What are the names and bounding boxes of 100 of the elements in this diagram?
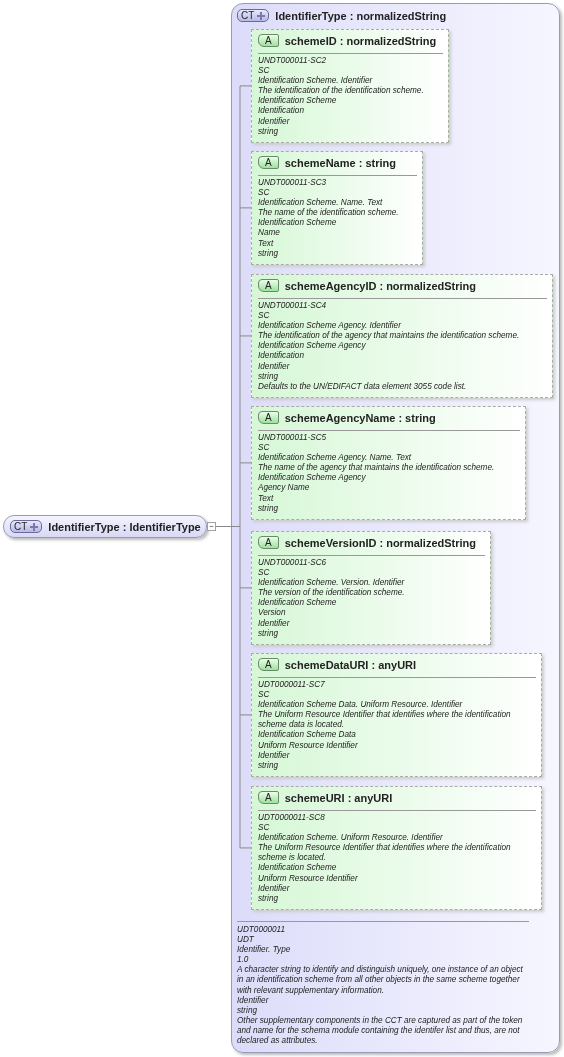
tree-connector — [239, 462, 252, 464]
annotation-text: Identifier — [258, 116, 291, 127]
attribute-box — [251, 531, 491, 645]
attribute-name: schemeAgencyID : normalizedString — [284, 279, 476, 292]
annotation-text: Agency Name — [258, 483, 311, 494]
annotation-text: The version of the identification scheme. — [258, 588, 406, 598]
annotation-text: Identification Scheme. Version. Identifier — [258, 578, 406, 588]
type-name: IdentifierType : IdentifierType — [48, 520, 201, 533]
attribute-box — [251, 786, 542, 910]
attribute-badge: A — [258, 536, 279, 549]
annotation-text: SC — [258, 66, 271, 76]
tree-connector — [239, 335, 252, 337]
annotation-text: string — [258, 503, 280, 514]
annotation-text: Identifier — [258, 750, 291, 761]
annotation-text: 1.0 — [237, 955, 250, 965]
tree-connector — [239, 85, 252, 87]
annotation-text: The Uniform Resource Identifier that identifies where the identification scheme is located. — [258, 843, 512, 863]
attribute-box — [251, 653, 542, 777]
annotation-text: Identification Scheme — [258, 598, 338, 608]
annotation-text: The name of the identification scheme. — [258, 208, 400, 218]
attribute-box — [251, 29, 449, 143]
annotation-text: Identifier — [258, 618, 291, 629]
annotation-text: Identification Scheme Agency. Name. Text — [258, 453, 413, 463]
annotation-text: SC — [258, 690, 271, 700]
tree-connector — [239, 587, 252, 589]
annotation-text: SC — [258, 443, 271, 453]
attribute-name: schemeVersionID : normalizedString — [284, 536, 476, 549]
annotation-text: Identification Scheme — [258, 218, 338, 229]
annotation-text: UDT0000011-SC8 — [258, 813, 326, 824]
annotation-text: The name of the agency that maintains the identification scheme. — [258, 463, 496, 473]
attribute-name: schemeDataURI : anyURI — [284, 658, 417, 671]
annotation-text: Identifier. Type — [237, 945, 292, 956]
annotation-text: Version — [258, 608, 287, 619]
annotation-text: UNDT000011-SC3 — [258, 178, 328, 189]
annotation-text: A character string to identify and distinguish uniquely, one instance of an object in an identification scheme from all other objects in the same scheme together with relevant supplementary information. — [237, 965, 524, 996]
annotation-text: string — [258, 371, 280, 382]
annotation-text: UNDT000011-SC6 — [258, 558, 328, 569]
attribute-badge: A — [258, 279, 279, 292]
annotation-text: UDT — [237, 935, 255, 945]
annotation-text: Uniform Resource Identifier — [258, 740, 359, 751]
tree-connector — [239, 714, 252, 716]
annotation-text: SC — [258, 311, 271, 321]
annotation-text: UNDT000011-SC5 — [258, 433, 328, 444]
annotation-text: Identification Scheme — [258, 96, 338, 106]
tree-connector — [206, 85, 241, 849]
annotation-text: Other supplementary components in the CCT are captured as part of the token and name for the schema module containing the identifer list and thus, are not declared as attributes. — [237, 1015, 524, 1047]
complex-type-badge: CT — [237, 9, 270, 22]
type-name: IdentifierType : normalizedString — [275, 9, 447, 22]
annotation-text: string — [237, 1005, 259, 1016]
tree-connector — [239, 207, 252, 209]
tree-connector — [239, 847, 252, 849]
attribute-badge: A — [258, 791, 279, 804]
annotation-text: Identification Scheme — [258, 863, 338, 874]
attribute-badge: A — [258, 658, 279, 671]
annotation-text: SC — [258, 568, 271, 578]
annotation-text: string — [258, 248, 280, 259]
annotation-text: UNDT000011-SC4 — [258, 301, 328, 312]
annotation-text: Identifier — [237, 995, 270, 1006]
annotation-text: Identification Scheme Agency — [258, 341, 367, 351]
annotation-text: UDT0000011 — [237, 925, 287, 936]
annotation-text: Text — [258, 493, 275, 504]
annotation-text: string — [258, 893, 280, 904]
annotation-text: The identification of the identification scheme. — [258, 86, 425, 96]
annotation-text: SC — [258, 188, 271, 198]
annotation-text: Identifier — [258, 883, 291, 894]
annotation-text: Text — [258, 238, 275, 249]
attribute-name: schemeURI : anyURI — [284, 791, 393, 804]
annotation-text: The identification of the agency that maintains the identification scheme. — [258, 331, 521, 341]
annotation-text: Identifier — [258, 361, 291, 372]
annotation-text: SC — [258, 823, 271, 833]
attribute-name: schemeAgencyName : string — [284, 411, 436, 424]
annotation-text: Identification Scheme Agency. Identifier — [258, 321, 402, 331]
attribute-box — [251, 274, 553, 398]
annotation-text: string — [258, 628, 280, 639]
attribute-name: schemeName : string — [284, 156, 396, 169]
annotation-text: Identification Scheme Data — [258, 730, 357, 741]
annotation-text: string — [258, 126, 280, 137]
complex-type-panel — [231, 3, 560, 1053]
attribute-badge: A — [258, 34, 279, 47]
attribute-name: schemeID : normalizedString — [284, 34, 437, 47]
annotation-text: Identification Scheme. Uniform Resource. Identifier — [258, 833, 444, 843]
annotation-text: Uniform Resource Identifier — [258, 873, 359, 884]
attribute-box — [251, 151, 423, 265]
annotation-text: Identification Scheme. Identifier — [258, 76, 374, 86]
annotation-text: Defaults to the UN/EDIFACT data element 3055 code list. — [258, 381, 468, 392]
annotation-text: Name — [258, 228, 281, 239]
annotation-text: UNDT000011-SC2 — [258, 56, 328, 67]
annotation-text: string — [258, 760, 280, 771]
annotation-text: Identification — [258, 351, 305, 362]
annotation-text: The Uniform Resource Identifier that identifies where the identification scheme data is located. — [258, 710, 512, 730]
attribute-badge: A — [258, 156, 279, 169]
attribute-badge: A — [258, 411, 279, 424]
annotation-text: Identification — [258, 106, 305, 117]
attribute-box — [251, 406, 526, 520]
complex-type-badge: CT — [10, 520, 43, 533]
annotation-text: Identification Scheme Agency — [258, 473, 367, 484]
annotation-text: UDT0000011-SC7 — [258, 680, 326, 691]
annotation-text: Identification Scheme Data. Uniform Resource. Identifier — [258, 700, 464, 710]
annotation-text: Identification Scheme. Name. Text — [258, 198, 384, 208]
complex-type-box — [3, 515, 207, 538]
